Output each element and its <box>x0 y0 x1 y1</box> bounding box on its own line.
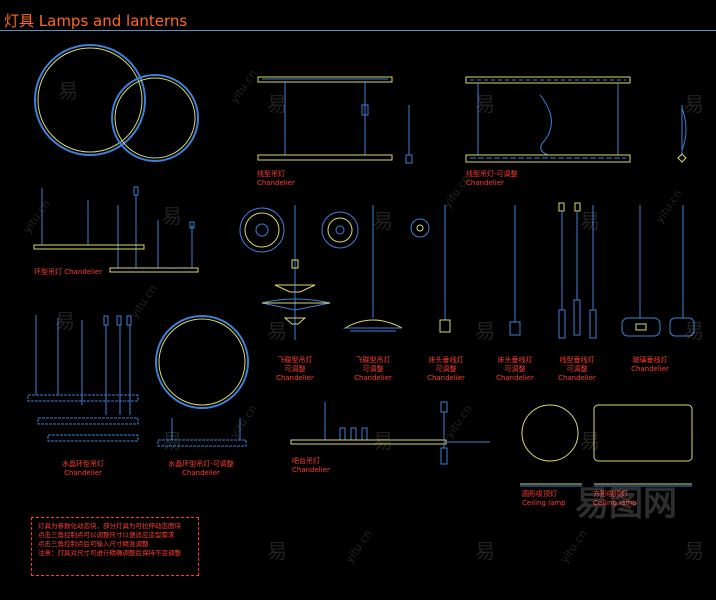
note-box: 灯具为参数化动态块，部分灯具为可拉伸动态图块 点击三角控制点可以调整尺寸以便适应… <box>31 517 199 576</box>
bedside-drop-light-1 <box>410 205 451 333</box>
saucer-chandelier-1 <box>239 205 331 340</box>
ceiling-lamp-round <box>520 404 582 487</box>
page-title: 灯具 Lamps and lanterns <box>4 12 188 30</box>
note-line: 灯具为参数化动态块，部分灯具为可拉伸动态图块 <box>38 522 181 530</box>
double-ring-lamp <box>34 44 199 162</box>
bar-chandelier <box>290 401 490 465</box>
linear-drop-light <box>558 202 597 339</box>
note-line: 点击三角控制点可以调整尺寸以便适应造型需求 <box>38 531 175 539</box>
linear-chandelier <box>257 76 413 164</box>
label-ring-chandelier: 环型吊灯 Chandelier <box>34 268 103 276</box>
title-underline <box>0 30 716 31</box>
bedside-drop-light-2 <box>509 205 521 336</box>
saucer-chandelier-2 <box>321 205 403 332</box>
note-line: 注意：灯具对尺寸可进行精确调整后保持不变调整 <box>38 549 181 557</box>
ceiling-lamp-square <box>593 404 693 487</box>
crystal-chandelier <box>27 315 139 442</box>
glass-drop-light <box>621 205 695 337</box>
note-line: 点击三角控制点后可输入尺寸精准调整 <box>38 540 149 548</box>
linear-chandelier-adjustable <box>465 76 687 163</box>
crystal-ring-chandelier-adjustable <box>155 315 249 447</box>
ring-chandelier <box>33 186 199 273</box>
